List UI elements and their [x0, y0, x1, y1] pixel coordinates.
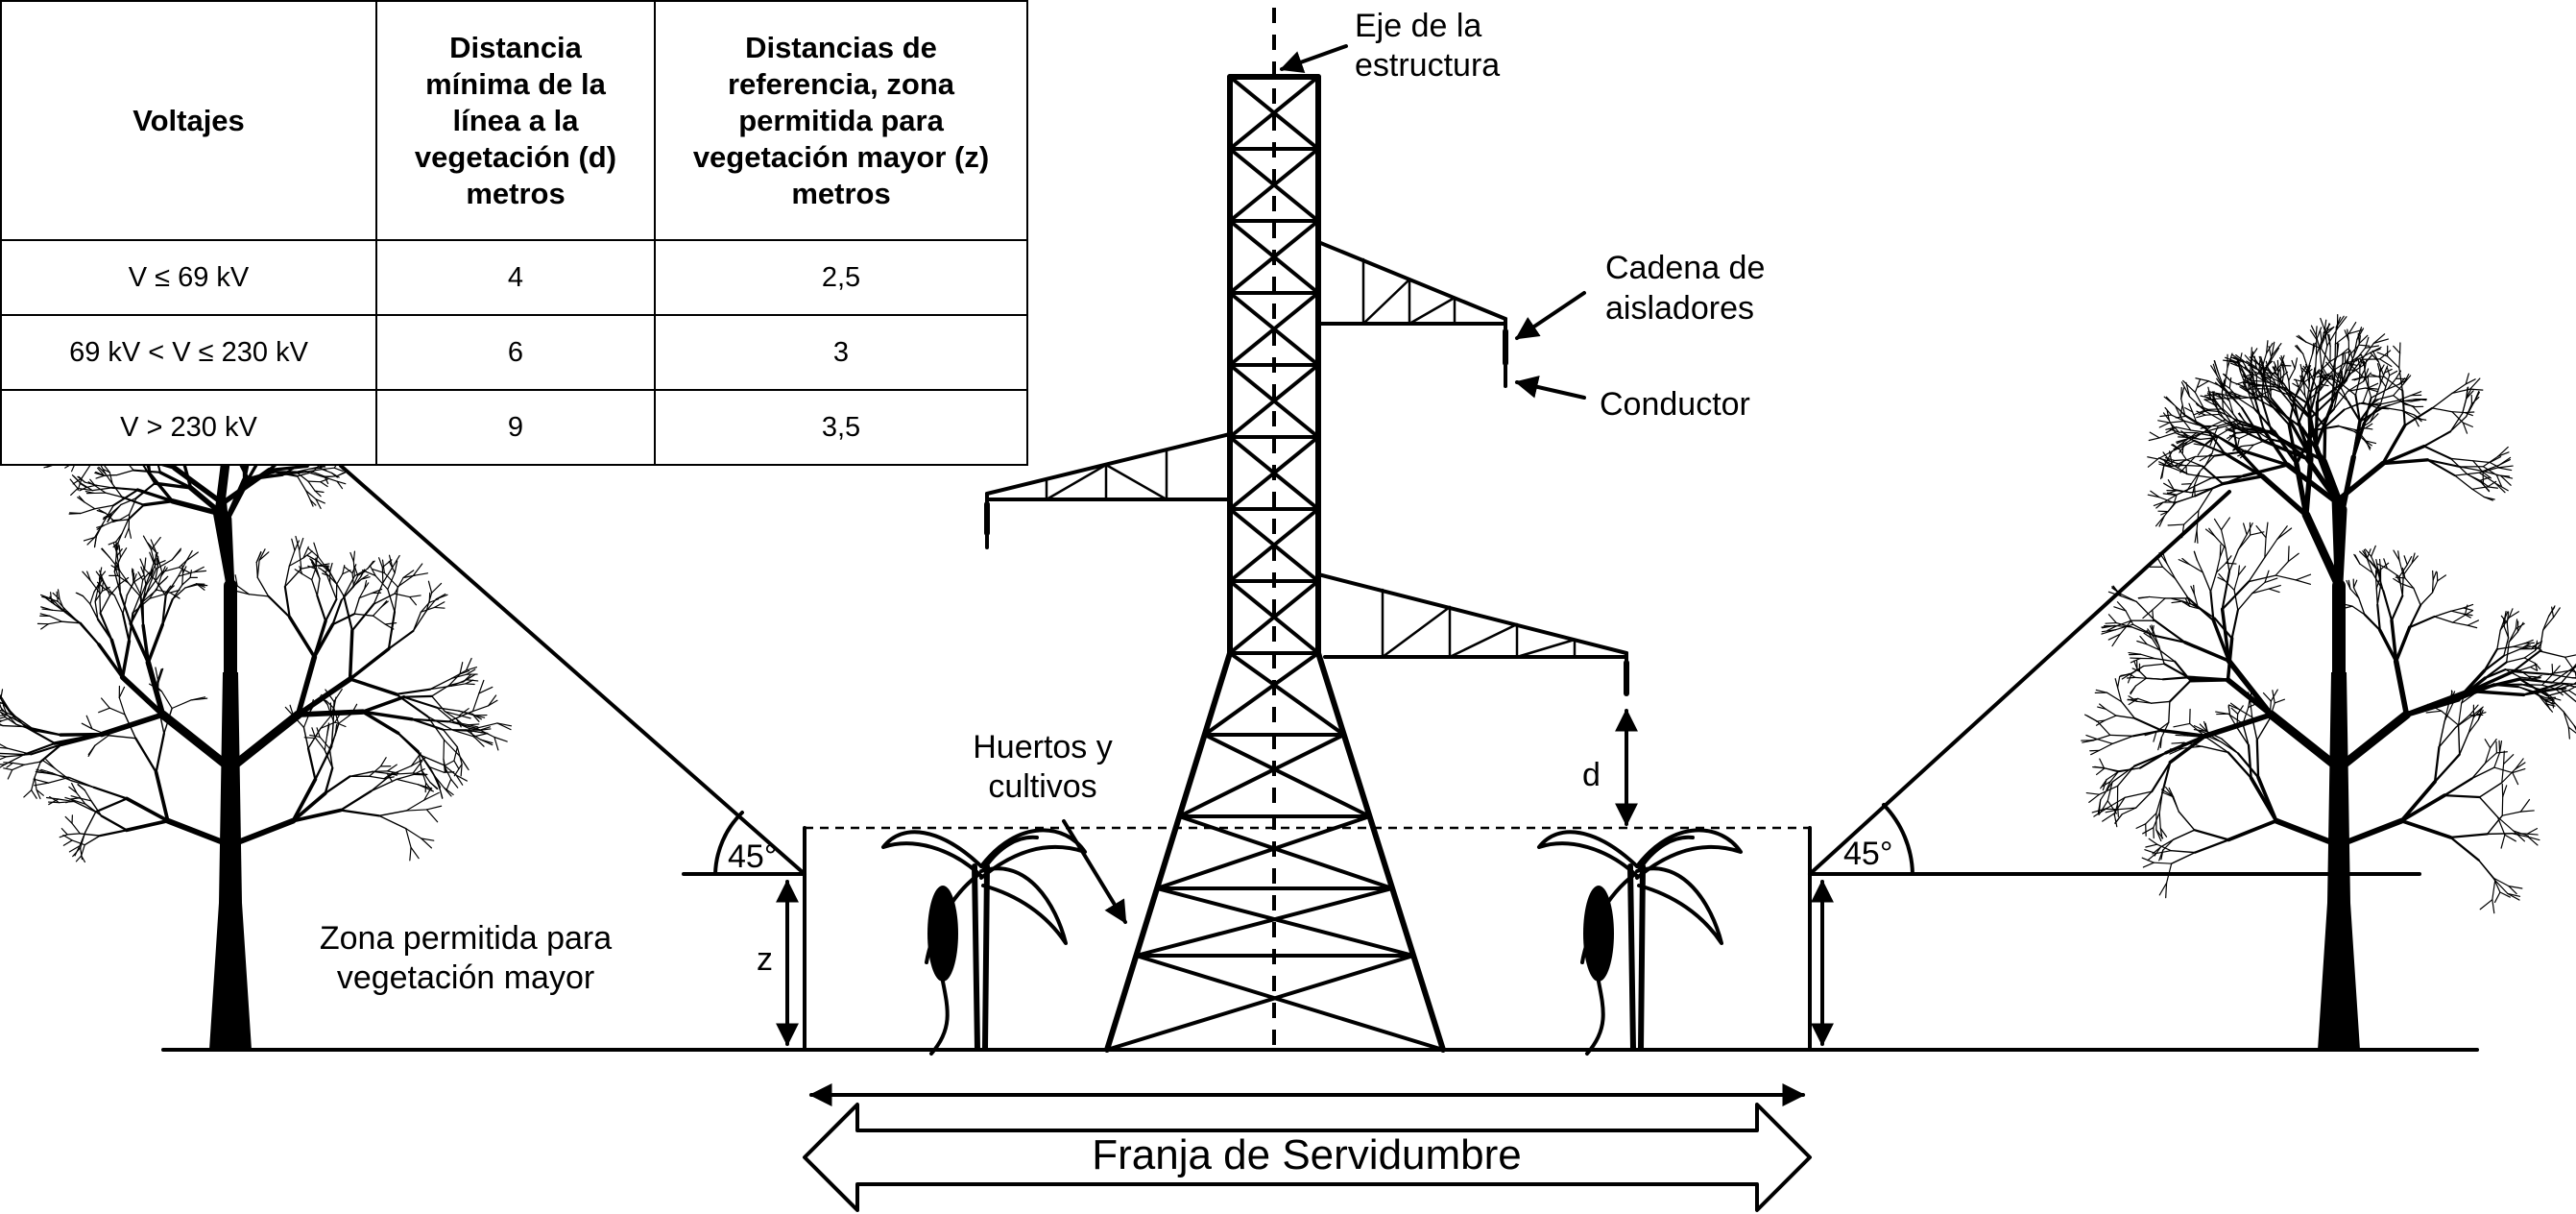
- col-header-voltage: Voltajes: [0, 0, 377, 241]
- table-row: V > 230 kV 9 3,5: [0, 389, 1028, 466]
- banana-plant-right: [1537, 828, 1743, 1056]
- z-label: z: [757, 941, 773, 978]
- left-45-degree-line: [339, 464, 807, 876]
- cell-z: 3,5: [654, 389, 1028, 466]
- conductor-pointer-arrow: [1514, 376, 1586, 400]
- cell-voltage: V > 230 kV: [0, 389, 377, 466]
- cell-voltage: V ≤ 69 kV: [0, 239, 377, 316]
- cell-d: 4: [375, 239, 656, 316]
- transmission-tower: [984, 74, 1629, 1053]
- table-row: V ≤ 69 kV 4 2,5: [0, 239, 1028, 316]
- right-angle-arc: [1882, 803, 1914, 876]
- cell-z: 3: [654, 314, 1028, 391]
- table-row: 69 kV < V ≤ 230 kV 6 3: [0, 314, 1028, 391]
- col-header-min-distance: Distancia mínima de la línea a la vegeta…: [375, 0, 656, 241]
- insulator-pointer-arrow: [1515, 291, 1586, 340]
- conductor-label: Conductor: [1600, 386, 1750, 423]
- angle-label-left: 45°: [728, 838, 777, 875]
- cell-d: 6: [375, 314, 656, 391]
- easement-label: Franja de Servidumbre: [1092, 1131, 1522, 1178]
- banana-plant-left: [881, 828, 1087, 1056]
- table-header-row: Voltajes Distancia mínima de la línea a …: [0, 0, 1028, 241]
- cell-z: 2,5: [654, 239, 1028, 316]
- right-45-degree-line: [1808, 490, 2231, 876]
- cell-d: 9: [375, 389, 656, 466]
- axis-pointer-arrow: [1279, 44, 1348, 74]
- left-angle-arc: [713, 811, 744, 876]
- angle-label-right: 45°: [1843, 836, 1892, 872]
- voltage-distance-table: Voltajes Distancia mínima de la línea a …: [0, 0, 1028, 466]
- easement-banner-arrow: [803, 1103, 1812, 1212]
- tree-right: [2081, 314, 2576, 1050]
- cell-voltage: 69 kV < V ≤ 230 kV: [0, 314, 377, 391]
- crops-pointer-arrow: [1062, 819, 1127, 925]
- d-label: d: [1582, 757, 1601, 793]
- col-header-reference-distance: Distancias de referencia, zona permitida…: [654, 0, 1028, 241]
